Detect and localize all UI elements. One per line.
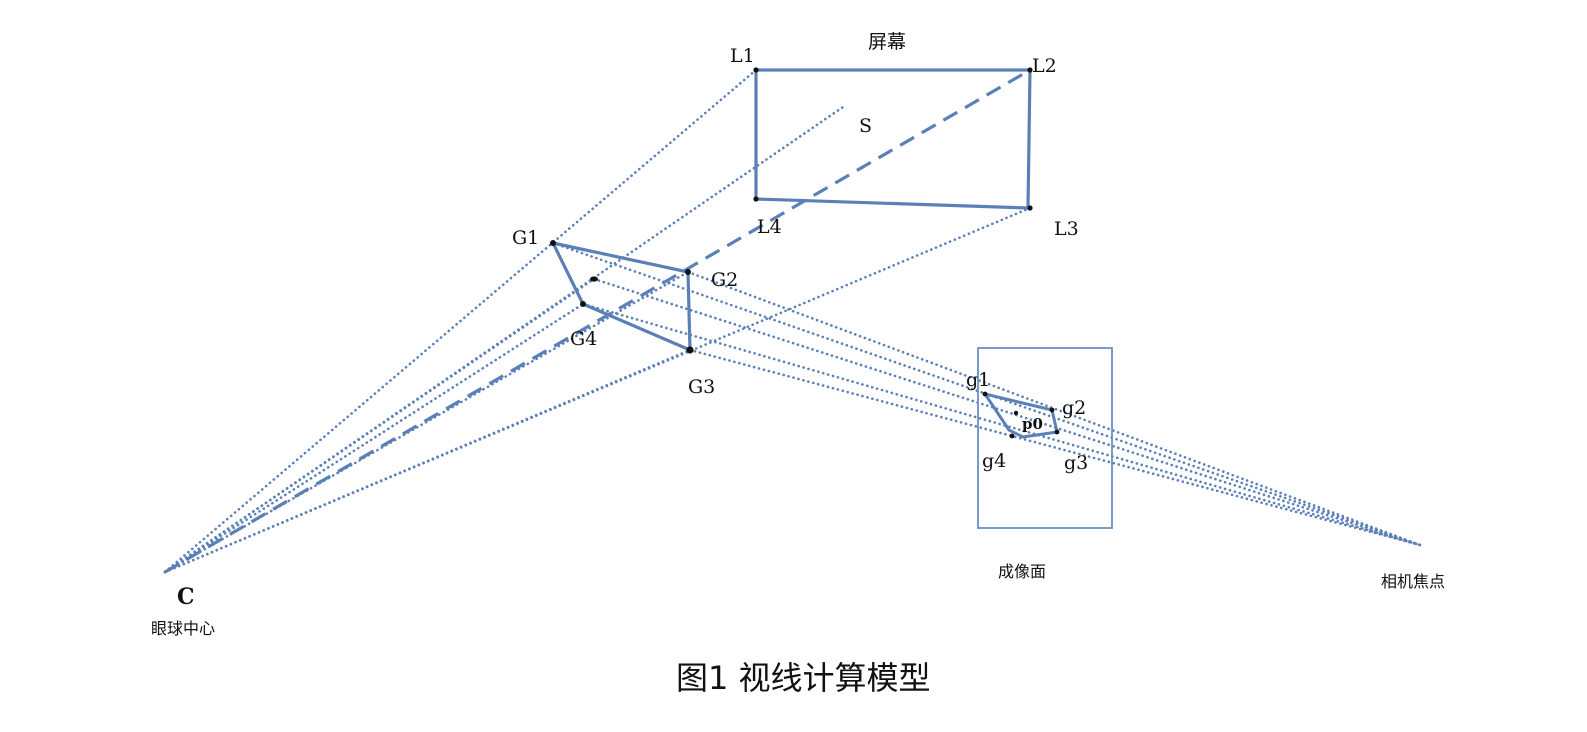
point-markers [550,67,1060,439]
point-lower-g2 [1049,407,1055,413]
eye-point-label: C [177,584,195,610]
camera-focus-label: 相机焦点 [1381,572,1445,591]
point-g3 [686,346,694,354]
ray-c-g4 [163,302,585,574]
ray-c-pupil [163,277,596,574]
l1-label: L1 [730,45,755,67]
lower-g4-label: g4 [982,450,1006,472]
screen-region-label: S [859,115,872,137]
point-l3 [1027,205,1033,211]
ray-g4-focus [581,302,1422,547]
point-pupil [590,276,598,282]
g4-label: G4 [570,328,597,350]
ray-g3-focus [688,348,1422,547]
lower-g2-label: g2 [1062,397,1086,419]
point-l4 [753,196,759,202]
l4-label: L4 [757,216,782,238]
gaze-line-c-l2 [164,68,1031,574]
point-p0 [1013,410,1019,416]
l3-label: L3 [1054,218,1079,240]
point-l1 [753,67,759,73]
g3-label: G3 [688,376,715,398]
g2-label: G2 [711,269,738,291]
lower-g3-label: g3 [1064,452,1088,474]
point-lower-g1 [982,391,988,397]
ray-c-g3 [163,348,692,574]
figure-caption: 图1 视线计算模型 [676,659,931,697]
lower-g1-label: g1 [966,369,990,391]
point-l2 [1027,67,1033,73]
ray-pupil-focus [592,277,1422,547]
point-g1 [550,240,556,246]
image-glint-quadrilateral [983,392,1059,439]
p0-label: p0 [1022,415,1043,433]
point-lower-g4 [1009,433,1015,439]
l2-label: L2 [1032,55,1057,77]
ray-g2-focus [686,270,1422,547]
point-g4 [580,301,586,307]
image-plane-frame [977,347,1113,529]
image-plane-label: 成像面 [998,562,1046,581]
screen-title-label: 屏幕 [868,31,906,53]
point-g2 [685,269,691,275]
point-lower-g3 [1054,429,1060,435]
eye-center-label: 眼球中心 [151,619,215,638]
ray-c-l1 [163,68,758,574]
g1-label: G1 [512,227,539,249]
